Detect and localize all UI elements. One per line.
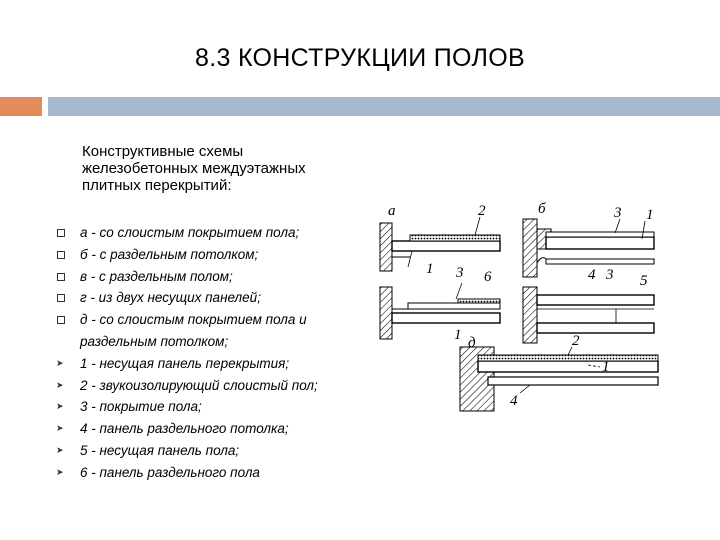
list-item: а - со слоистым покрытием пола; (50, 222, 318, 244)
list-item: ➤1 - несущая панель перекрытия; (50, 353, 318, 375)
label-2: 2 (478, 203, 486, 219)
accent-bar-blue (48, 97, 720, 116)
label-5: 5 (640, 273, 648, 289)
label-1: 1 (646, 207, 654, 223)
arrow-bullet-icon: ➤ (56, 423, 64, 434)
arrow-bullet-icon: ➤ (56, 357, 64, 368)
arrow-bullet-icon: ➤ (56, 379, 64, 390)
floor-construction-diagram: а 2 1 б 3 1 4 3 5 3 6 1 (379, 201, 659, 412)
list-heading: Конструктивные схемы железобетонных межд… (82, 143, 306, 194)
label-1: 1 (602, 359, 610, 375)
list-item: б - с раздельным потолком; (50, 244, 318, 266)
label-3: 3 (605, 267, 614, 283)
list-item: г - из двух несущих панелей; (50, 287, 318, 309)
scheme-d: д 2 1 4 (459, 333, 659, 412)
label-3: 3 (455, 265, 464, 281)
list-item: в - с раздельным полом; (50, 266, 318, 288)
square-bullet-icon (57, 316, 65, 325)
label-d: д (468, 335, 476, 351)
label-2: 2 (572, 333, 580, 349)
list-item: раздельным потолком; (80, 333, 229, 349)
list-item: ➤6 - панель раздельного пола (50, 462, 318, 484)
legend-list: а - со слоистым покрытием пола; б - с ра… (50, 222, 318, 484)
label-3: 3 (613, 205, 622, 221)
scheme-a: а 2 1 (379, 203, 501, 277)
label-1: 1 (426, 261, 434, 277)
label-b: б (538, 201, 546, 217)
slide-title: 8.3 КОНСТРУКЦИИ ПОЛОВ (195, 44, 525, 72)
scheme-b: б 3 1 4 3 5 (522, 201, 655, 289)
arrow-bullet-icon: ➤ (56, 466, 64, 477)
scheme-v: 3 6 1 (379, 265, 501, 343)
label-1: 1 (454, 327, 462, 343)
arrow-bullet-icon: ➤ (56, 401, 64, 412)
label-4: 4 (510, 393, 518, 409)
label-6: 6 (484, 269, 492, 285)
square-bullet-icon (57, 294, 65, 303)
list-item: д - со слоистым покрытием пола и (50, 309, 318, 331)
list-item: ➤2 - звукоизолирующий слоистый пол; (50, 375, 318, 397)
square-bullet-icon (57, 229, 65, 237)
scheme-g (522, 286, 655, 344)
accent-bar-orange (0, 97, 42, 116)
label-a: а (388, 203, 396, 219)
arrow-bullet-icon: ➤ (56, 444, 64, 455)
square-bullet-icon (57, 272, 65, 281)
list-item: ➤3 - покрытие пола; (50, 396, 318, 418)
label-4: 4 (588, 267, 596, 283)
list-item: ➤4 - панель раздельного потолка; (50, 418, 318, 440)
list-item: ➤5 - несущая панель пола; (50, 440, 318, 462)
square-bullet-icon (57, 250, 65, 259)
